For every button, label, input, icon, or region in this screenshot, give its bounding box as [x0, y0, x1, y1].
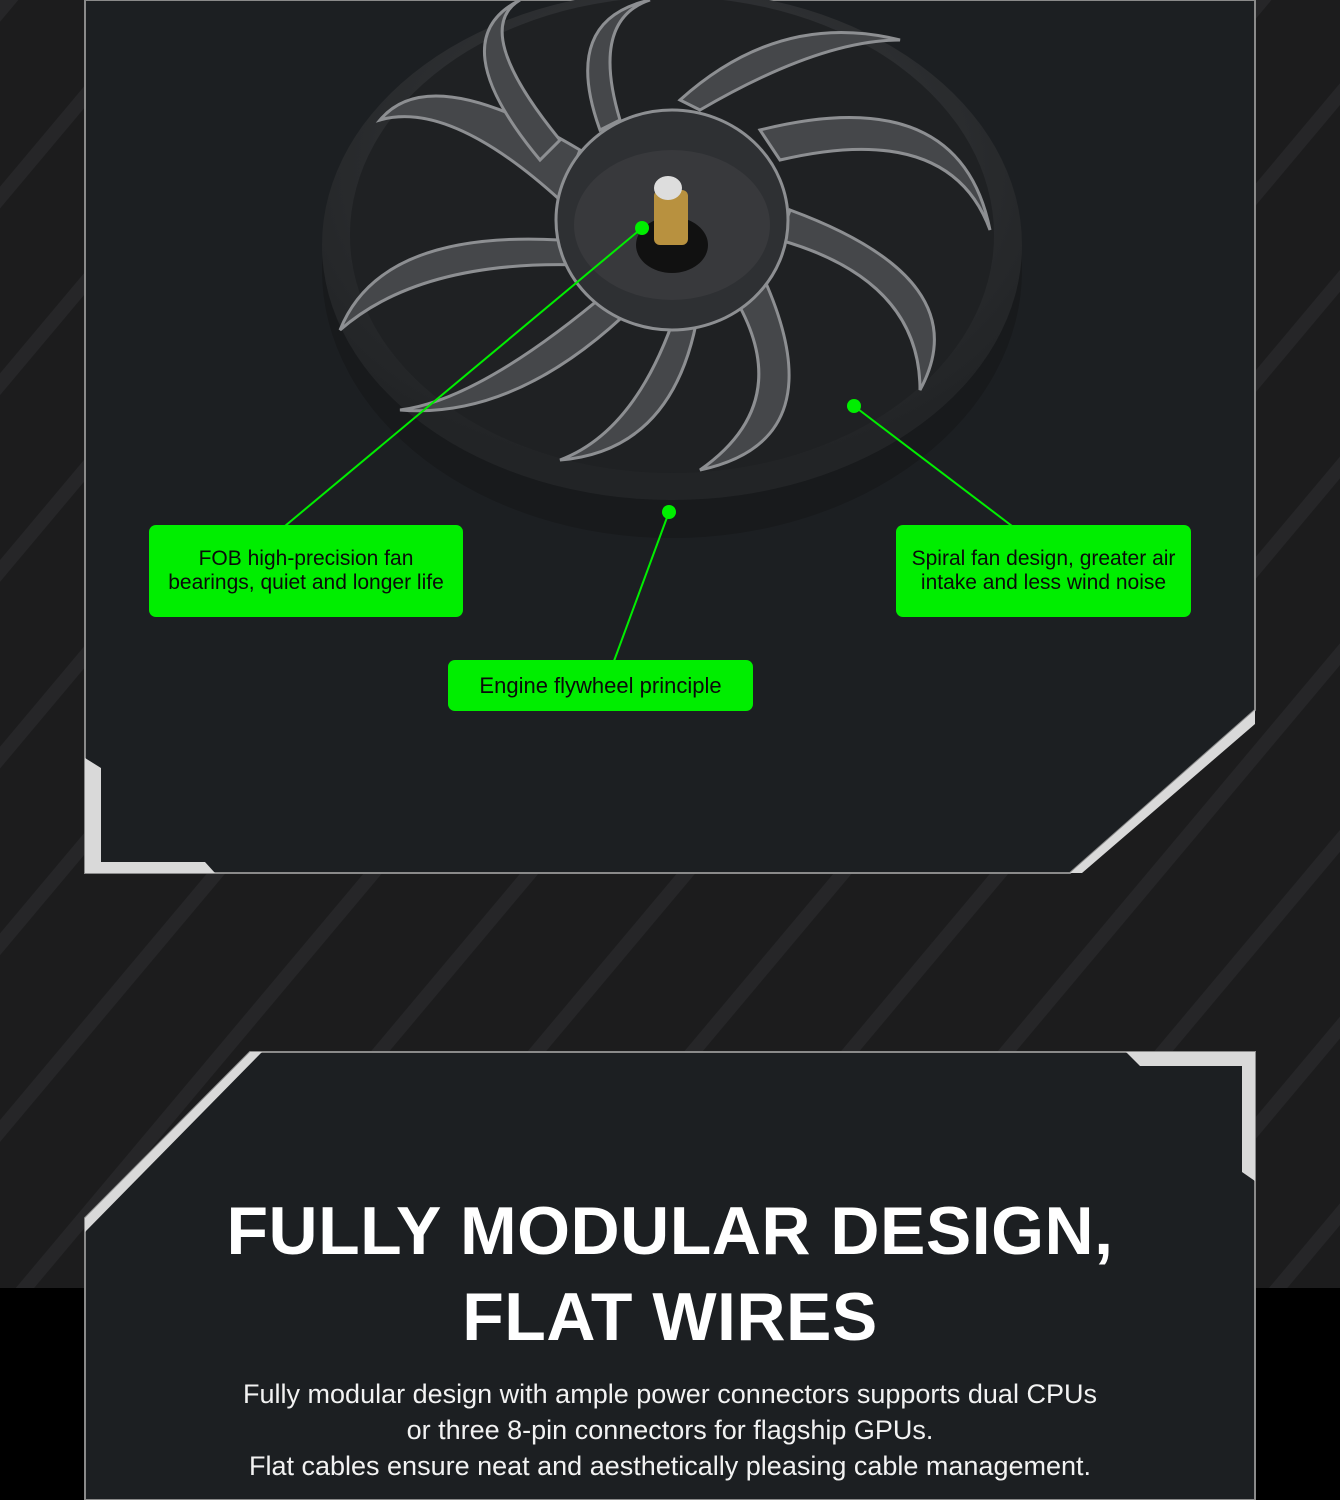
desc-line-2: or three 8-pin connectors for flagship G…: [406, 1415, 934, 1445]
desc-line-1: Fully modular design with ample power co…: [243, 1379, 1097, 1409]
fan-illustration: [322, 0, 1022, 538]
section-title: FULLY MODULAR DESIGN, FLAT WIRES: [85, 1188, 1255, 1360]
callout-lines: [284, 227, 1013, 662]
callout-spiral: Spiral fan design, greater air intake an…: [896, 525, 1191, 617]
title-line-1: FULLY MODULAR DESIGN,: [226, 1193, 1114, 1269]
callout-dot-spiral: [847, 399, 861, 413]
callout-bearing: FOB high-precision fan bearings, quiet a…: [149, 525, 463, 617]
section-description: Fully modular design with ample power co…: [85, 1376, 1255, 1484]
desc-line-3: Flat cables ensure neat and aestheticall…: [248, 1451, 1092, 1481]
feature-panel-modular: [84, 1051, 1256, 1500]
callout-dot-bearing: [635, 221, 649, 235]
title-line-2: FLAT WIRES: [462, 1279, 878, 1355]
callout-dot-flywheel: [662, 505, 676, 519]
callout-flywheel: Engine flywheel principle: [448, 660, 753, 711]
